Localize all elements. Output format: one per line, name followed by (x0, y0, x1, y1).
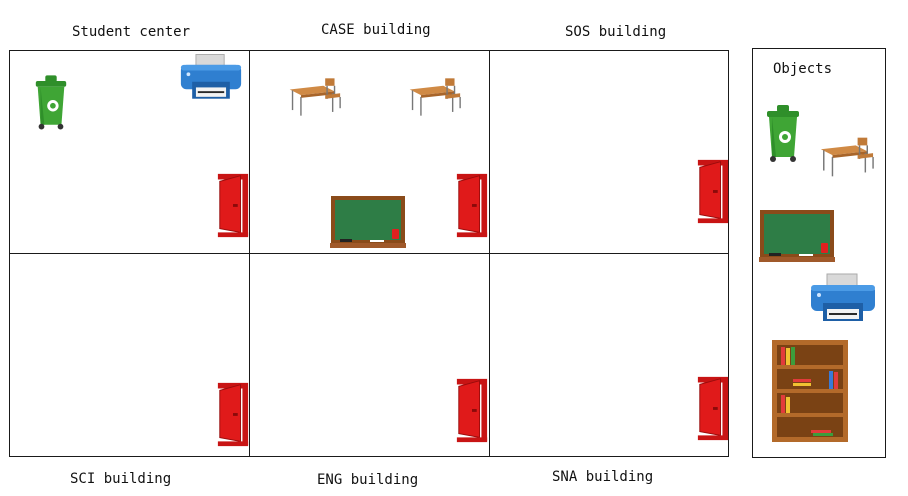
room-sna[interactable] (489, 253, 729, 457)
door-icon[interactable] (455, 171, 489, 239)
room-sos[interactable] (489, 50, 729, 254)
building-label-case: CASE building (321, 22, 431, 38)
objects-panel: Objects (752, 48, 886, 458)
building-label-eng: ENG building (317, 472, 419, 488)
bookshelf-icon[interactable] (771, 339, 849, 443)
trash-bin-icon[interactable] (763, 101, 803, 163)
room-case[interactable] (249, 50, 490, 254)
school-desk-icon[interactable] (817, 135, 875, 179)
chalkboard-icon[interactable] (330, 195, 406, 249)
room-eng[interactable] (249, 253, 490, 457)
door-icon[interactable] (696, 374, 730, 442)
door-icon[interactable] (696, 157, 730, 225)
printer-icon[interactable] (809, 273, 877, 325)
room-sci[interactable] (9, 253, 250, 457)
door-icon[interactable] (216, 171, 250, 239)
building-label-student-center: Student center (72, 24, 191, 40)
room-student-center[interactable] (9, 50, 250, 254)
building-label-sna: SNA building (552, 469, 654, 485)
building-label-sci: SCI building (70, 471, 172, 487)
door-icon[interactable] (216, 380, 250, 448)
school-desk-icon[interactable] (286, 75, 342, 119)
building-label-sos: SOS building (565, 24, 667, 40)
trash-bin-icon[interactable] (32, 71, 70, 131)
objects-panel-title: Objects (773, 61, 833, 77)
chalkboard-icon[interactable] (759, 209, 835, 263)
door-icon[interactable] (455, 376, 489, 444)
school-desk-icon[interactable] (406, 75, 462, 119)
printer-icon[interactable] (179, 53, 243, 103)
